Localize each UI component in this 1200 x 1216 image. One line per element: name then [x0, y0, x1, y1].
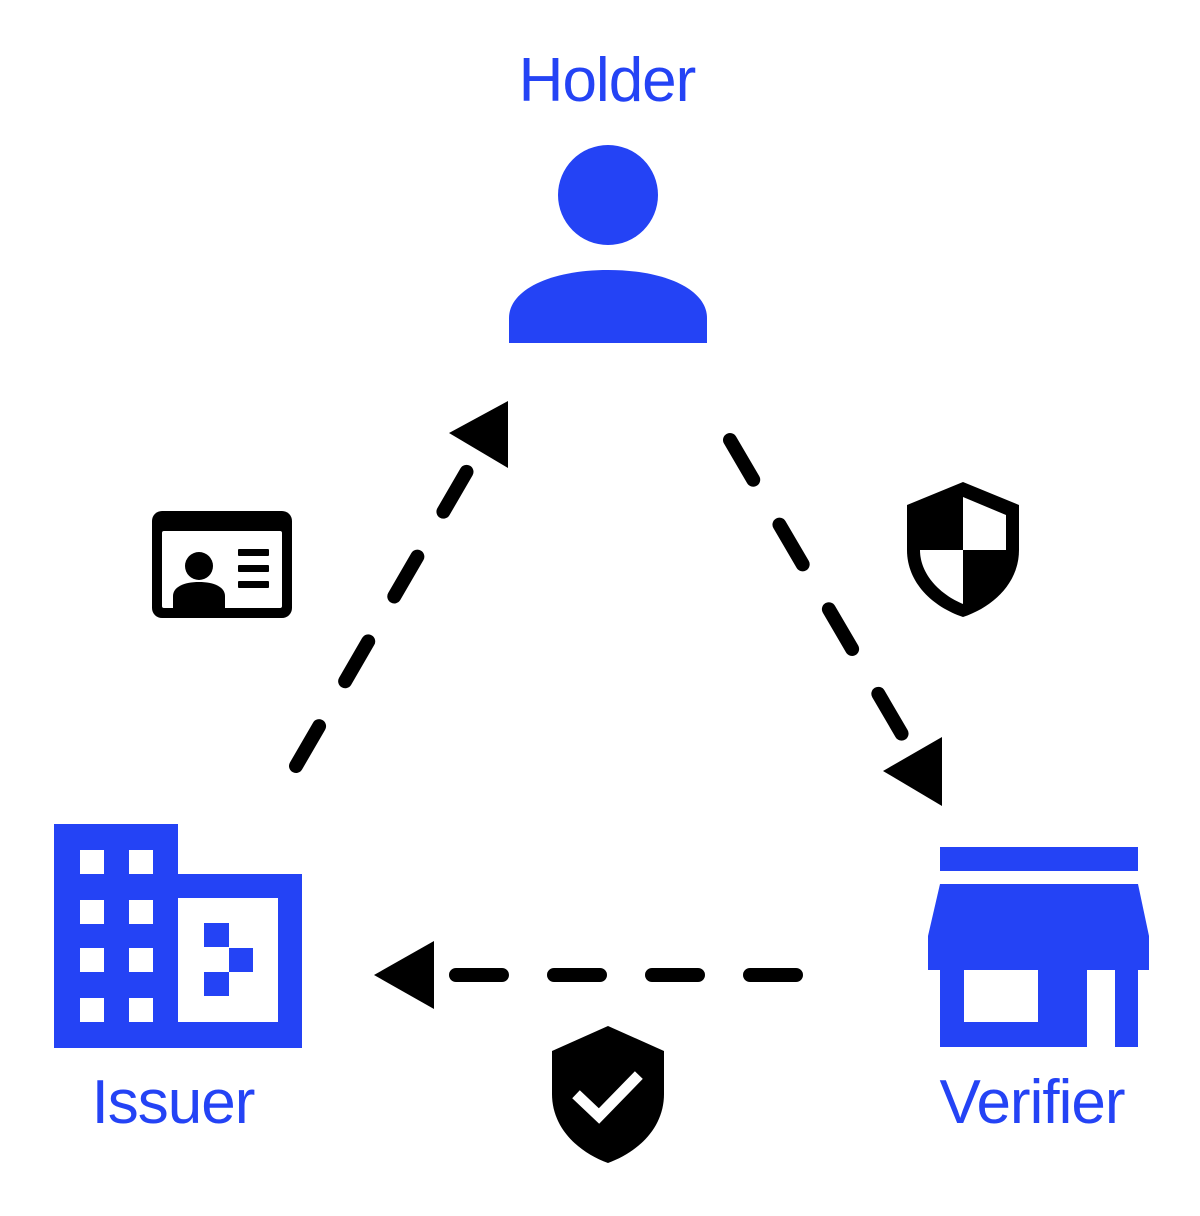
- shield-check-icon: [552, 1026, 664, 1163]
- office-building-icon: [54, 824, 302, 1048]
- edge-verifier-to-issuer: [374, 941, 803, 1009]
- storefront-icon: [928, 847, 1149, 1047]
- edge-holder-to-verifier: [723, 433, 942, 806]
- shield-half-icon: [907, 482, 1019, 617]
- id-card-icon: [152, 511, 292, 618]
- edge-issuer-to-holder: [289, 401, 508, 773]
- verifier-label: Verifier: [940, 1068, 1125, 1137]
- person-icon: [509, 145, 707, 343]
- holder-label: Holder: [519, 46, 696, 115]
- issuer-label: Issuer: [92, 1068, 255, 1137]
